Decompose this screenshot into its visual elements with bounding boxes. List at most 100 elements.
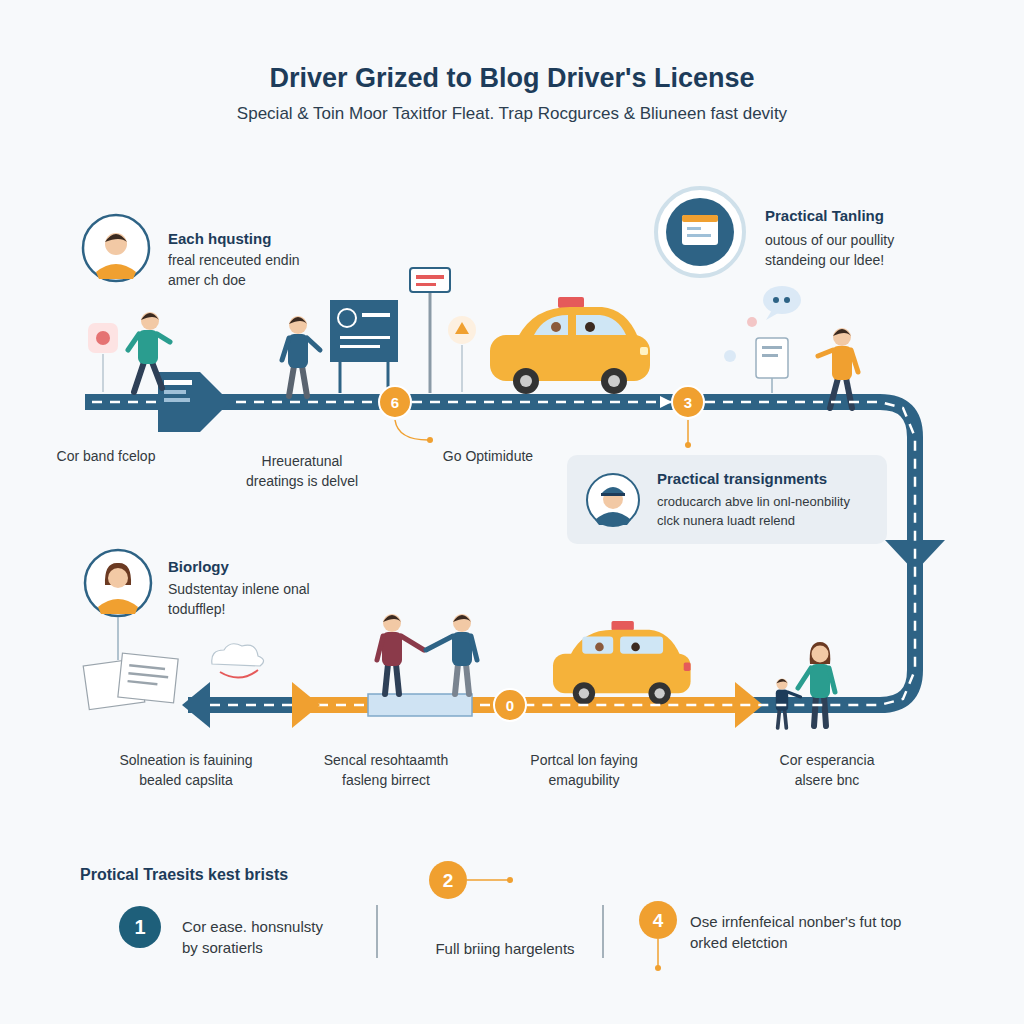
info-box: Practical transignmentscroducarch abve l… bbox=[567, 455, 887, 544]
person-figure bbox=[282, 316, 320, 396]
divider bbox=[376, 905, 378, 958]
person-figure bbox=[128, 312, 170, 392]
speech-bubble bbox=[724, 286, 801, 393]
avatar-icon bbox=[595, 512, 631, 525]
number-circle: 6 bbox=[378, 385, 412, 419]
person-figure bbox=[377, 636, 383, 660]
road-arrow bbox=[292, 682, 320, 728]
step-heading: Practical Tanling bbox=[765, 205, 965, 226]
callout-number: 2 bbox=[443, 871, 454, 890]
road-sign bbox=[416, 283, 436, 286]
road-label: Cor esperancia alsere bnc bbox=[762, 751, 892, 790]
divider bbox=[377, 905, 603, 958]
avatar-icon bbox=[105, 233, 127, 255]
person-figure bbox=[128, 334, 139, 350]
taxi bbox=[570, 630, 680, 656]
step-text: freal renceuted endin amer ch doe bbox=[168, 251, 328, 290]
speech-bubble bbox=[762, 346, 782, 349]
number-circle: 1 bbox=[119, 906, 161, 948]
road-connector bbox=[412, 401, 671, 404]
feature-icon bbox=[682, 215, 718, 245]
person-figure bbox=[385, 664, 388, 694]
box-text: croducarch abve lin onl-neonbility clck … bbox=[657, 493, 875, 529]
person-figure bbox=[157, 334, 170, 342]
papers bbox=[129, 664, 165, 670]
feature-icon bbox=[682, 215, 718, 222]
sign-board bbox=[338, 309, 356, 327]
person-figure bbox=[824, 696, 826, 726]
person-figure bbox=[383, 614, 401, 632]
child-figure bbox=[776, 679, 787, 683]
small-icon bbox=[448, 316, 476, 344]
person-figure bbox=[302, 366, 307, 396]
person-figure bbox=[810, 642, 831, 664]
number-circle: 3 bbox=[671, 385, 705, 419]
person-figure bbox=[289, 366, 294, 396]
callout-leader bbox=[687, 420, 689, 443]
taxi bbox=[595, 643, 604, 652]
small-icon bbox=[102, 354, 104, 392]
road-label: Cor band fcelop bbox=[31, 447, 181, 467]
taxi bbox=[553, 621, 691, 704]
person-figure bbox=[401, 636, 424, 650]
person-figure bbox=[798, 642, 835, 726]
road bbox=[85, 402, 915, 705]
callout-leader bbox=[685, 442, 691, 448]
road-arrow bbox=[158, 372, 200, 432]
person-figure bbox=[152, 362, 162, 388]
avatar-icon bbox=[117, 617, 119, 660]
person-figure bbox=[141, 313, 159, 320]
person-figure bbox=[453, 614, 471, 632]
papers bbox=[118, 653, 178, 703]
small-icon bbox=[461, 345, 463, 392]
person-figure bbox=[377, 614, 424, 694]
speech-bubble bbox=[773, 297, 779, 303]
taxi bbox=[551, 322, 561, 332]
callout-number: 6 bbox=[391, 395, 399, 410]
feature-icon bbox=[687, 227, 701, 230]
road-sign bbox=[429, 290, 432, 393]
avatar-icon bbox=[85, 550, 151, 660]
avatar-icon bbox=[108, 568, 128, 588]
taxi bbox=[582, 637, 613, 654]
avatar-icon bbox=[585, 472, 641, 528]
person-figure bbox=[307, 338, 320, 350]
small-icon bbox=[88, 323, 118, 353]
sign-board bbox=[340, 336, 390, 339]
taxi bbox=[490, 297, 650, 394]
number-circle: 0 bbox=[493, 688, 527, 722]
person-figure bbox=[289, 317, 307, 324]
platform bbox=[368, 694, 472, 716]
taxi bbox=[601, 368, 627, 394]
road-arrow bbox=[164, 390, 186, 394]
road-label: Go Optimidute bbox=[413, 447, 563, 467]
callout-leader bbox=[655, 965, 661, 971]
feature-icon bbox=[666, 198, 734, 266]
taxi bbox=[534, 315, 568, 335]
taxi bbox=[640, 347, 648, 355]
speech-bubble bbox=[763, 286, 801, 314]
taxi bbox=[631, 643, 640, 652]
taxi bbox=[513, 368, 539, 394]
person-figure bbox=[812, 646, 829, 663]
callout-number: 1 bbox=[134, 917, 145, 937]
person-figure bbox=[455, 664, 458, 694]
person-figure bbox=[383, 615, 401, 622]
sign-board bbox=[340, 345, 380, 348]
callout-number: 3 bbox=[684, 395, 692, 410]
child-figure bbox=[776, 678, 801, 728]
sign-board bbox=[362, 313, 390, 317]
road-label: Sencal resohtaamth fasleng birrect bbox=[306, 751, 466, 790]
road-arrow bbox=[164, 380, 192, 385]
person-figure bbox=[798, 668, 811, 688]
taxi bbox=[490, 335, 650, 381]
road-sign bbox=[416, 275, 444, 279]
taxi bbox=[648, 682, 670, 704]
feature-icon bbox=[656, 188, 744, 276]
cloud bbox=[212, 644, 264, 678]
subtitle: Special & Toin Moor Taxitfor Fleat. Trap… bbox=[42, 102, 982, 126]
speech-bubble bbox=[762, 354, 778, 357]
taxi bbox=[518, 307, 638, 337]
avatar-icon bbox=[587, 474, 639, 526]
